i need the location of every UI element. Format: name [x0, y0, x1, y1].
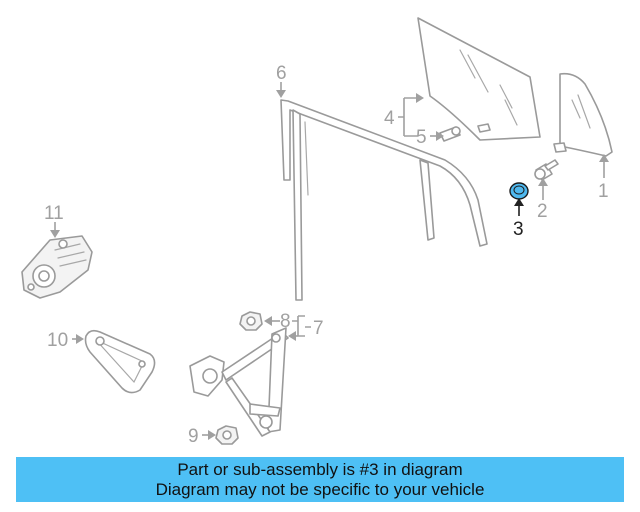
quarter-glass: [553, 72, 613, 157]
window-motor: [21, 235, 93, 299]
clip-part: [439, 126, 461, 142]
nut-part-8: [239, 311, 263, 331]
nut-part-9: [215, 425, 239, 445]
callout-10[interactable]: 10: [47, 330, 68, 351]
callout-7[interactable]: 7: [313, 318, 324, 339]
callout-9[interactable]: 9: [188, 426, 199, 447]
banner-line-part: Part or sub-assembly is #3 in diagram: [177, 459, 463, 479]
banner-line-disclaimer: Diagram may not be specific to your vehi…: [155, 479, 485, 499]
callout-11[interactable]: 11: [44, 203, 64, 224]
door-glass: [417, 17, 541, 141]
callout-6[interactable]: 6: [276, 63, 287, 84]
callout-3-highlighted[interactable]: 3: [513, 219, 524, 240]
callout-2[interactable]: 2: [537, 201, 548, 222]
mounting-bracket: [84, 329, 156, 394]
callout-1[interactable]: 1: [598, 181, 609, 202]
leader-lines: [50, 82, 609, 440]
callout-8[interactable]: 8: [280, 311, 291, 332]
callout-5[interactable]: 5: [416, 127, 427, 148]
info-banner: Part or sub-assembly is #3 in diagram Di…: [16, 457, 624, 502]
window-regulator: [189, 327, 289, 437]
grommet-part-highlighted: [509, 182, 529, 200]
window-run-channel: [280, 99, 488, 301]
callout-4[interactable]: 4: [384, 108, 395, 129]
screw-part: [534, 159, 559, 181]
